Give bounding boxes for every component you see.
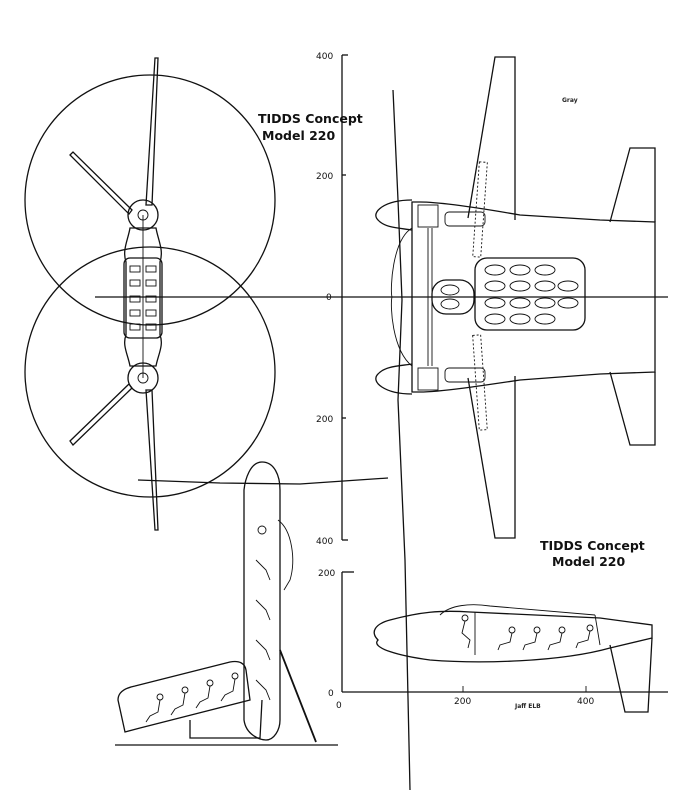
reference-line [137,477,389,485]
upper-rotor-blades [69,57,159,215]
scale-tick-0: 0 [326,293,332,303]
ramp-occupants [145,672,239,723]
side-occupants [461,614,594,651]
cabin-seats [129,265,157,331]
rotor-span-line [392,89,411,791]
tail-fin [609,637,653,713]
rotor-fuselage [124,227,162,367]
cockpit [431,279,475,315]
side-y-tick-0: 0 [328,689,334,699]
side-scale-caption: Jaff ELB [514,703,541,710]
lower-rotor-blades [69,383,159,531]
plan-fuselage [411,201,656,393]
side-x-tick-0: 0 [336,701,342,711]
upper-nacelle [375,199,413,231]
plan-cabin [474,257,586,331]
tail-sitter-view [115,461,338,746]
lower-rotor-disc [24,246,276,498]
side-view-title-line1: TIDDS Concept [540,538,645,553]
top-view-title-line1: TIDDS Concept [258,111,363,126]
lower-wing [467,376,516,539]
lower-tailplane [609,371,656,446]
scale-tick-200-bottom: 200 [316,415,333,425]
top-view-title-line2: Model 220 [262,128,335,143]
aircraft-plan-view: Gray [340,56,668,791]
side-view-title-line2: Model 220 [552,554,625,569]
side-x-tick-400: 400 [577,697,594,707]
side-fuselage [373,610,653,663]
vertical-occupants [255,525,271,701]
lower-nacelle [375,363,413,395]
plan-cabin-seats [440,264,579,325]
rotor-plan-view: TIDDS Concept Model 220 [24,57,363,531]
scale-tick-200-top: 200 [316,172,333,182]
vertical-fuselage [243,461,281,741]
boarding-ramp [117,660,251,733]
upper-tailplane [609,147,656,223]
upper-wing [467,56,516,220]
faint-annotation: Gray [562,97,578,104]
scale-tick-400-bottom: 400 [316,537,333,547]
side-x-tick-200: 200 [454,697,471,707]
ramp-base [189,699,263,739]
aircraft-side-view: 200 0 0 200 400 Jaff ELB [318,569,668,713]
landing-strut [279,649,317,743]
side-y-tick-200: 200 [318,569,335,579]
scale-tick-400-top: 400 [316,52,333,62]
vertical-scale: 400 200 0 200 400 [316,52,348,547]
upper-rotor-disc [24,74,276,326]
